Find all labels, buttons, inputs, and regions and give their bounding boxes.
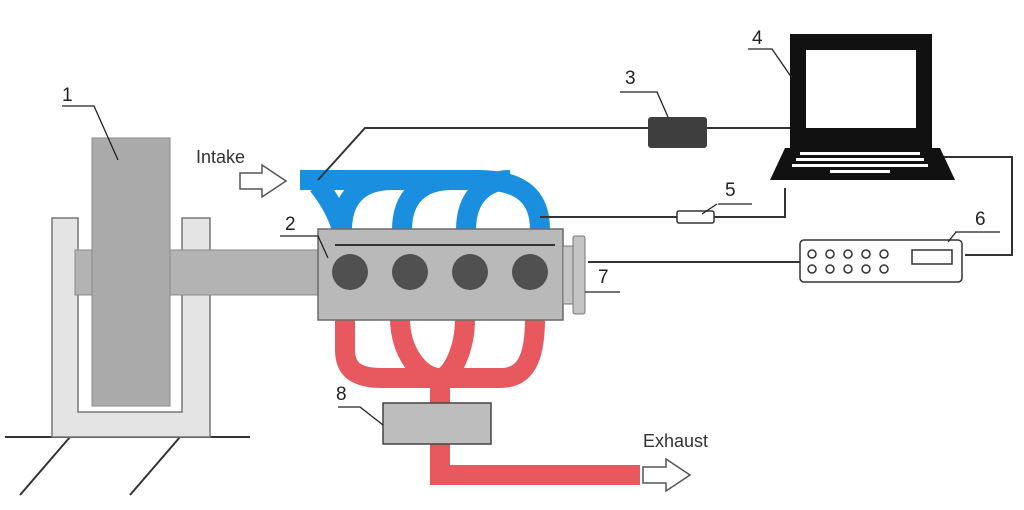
intake-label: Intake (196, 147, 245, 167)
callout-2: 2 (285, 214, 296, 235)
cylinder-4 (512, 254, 548, 290)
intake-arrow-icon (239, 163, 288, 199)
callout-7: 7 (598, 267, 609, 288)
wire-laptop-to-unit6 (940, 156, 1013, 256)
callout-1: 1 (62, 85, 73, 106)
laptop-icon (770, 34, 955, 180)
callout-8: 8 (336, 384, 347, 405)
signal-wires (317, 127, 1013, 263)
callout-4: 4 (752, 28, 763, 49)
callout-6: 6 (975, 209, 986, 230)
exhaust-arrow-icon (642, 457, 692, 493)
flywheel-encoder (562, 245, 574, 305)
callout-3: 3 (625, 68, 636, 89)
dynamometer-drum (91, 137, 171, 407)
callout-5: 5 (725, 180, 736, 201)
cylinder-2 (392, 254, 428, 290)
callout-leaders (62, 48, 1000, 426)
cylinder-3 (452, 254, 488, 290)
crank-sensor (572, 235, 586, 315)
intake-manifold (300, 170, 550, 233)
cylinder-1 (332, 254, 368, 290)
control-module (648, 117, 707, 148)
exhaust-manifold (335, 317, 640, 485)
exhaust-box (382, 402, 492, 445)
data-acquisition-unit (799, 239, 963, 283)
wire-sensor5-to-laptop (714, 188, 786, 218)
inline-sensor (676, 210, 715, 224)
cylinders (332, 254, 548, 290)
ground (5, 436, 250, 496)
wire-intake-to-module3 (317, 127, 648, 181)
exhaust-label: Exhaust (643, 431, 708, 451)
